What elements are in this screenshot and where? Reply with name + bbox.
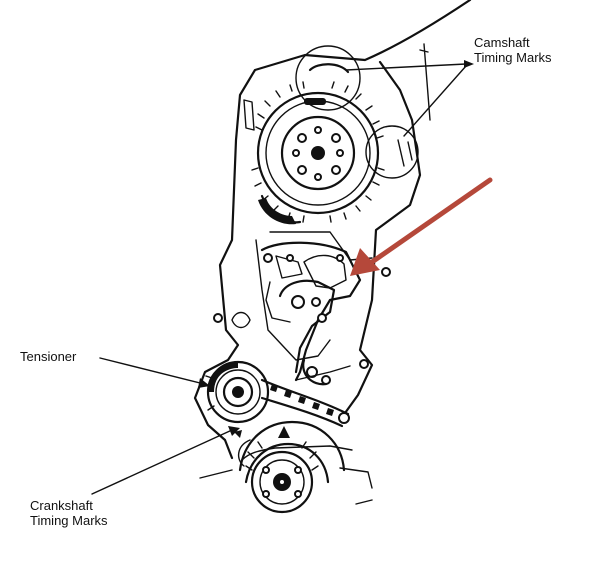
camshaft-leaders [345, 60, 474, 137]
camshaft-timing-marks-label: Camshaft Timing Marks [474, 35, 552, 65]
camshaft-sprocket [251, 45, 419, 225]
tensioner-leader [99, 357, 210, 388]
crankshaft-timing-marks-label: Crankshaft Timing Marks [30, 498, 108, 528]
crankshaft-label-line1: Crankshaft [30, 498, 93, 513]
highlight-arrow [350, 177, 493, 276]
crankshaft-sprocket [234, 420, 346, 514]
timing-cover-bracket [213, 241, 391, 382]
crankshaft-leader [91, 426, 240, 495]
camshaft-label-line2: Timing Marks [474, 50, 552, 65]
tensioner-label: Tensioner [20, 349, 77, 364]
camshaft-label-line1: Camshaft [474, 35, 530, 50]
engine-block-outline [193, 0, 472, 505]
crankshaft-label-line2: Timing Marks [30, 513, 108, 528]
tensioner-pulley [205, 360, 270, 424]
timing-belt [260, 358, 351, 428]
